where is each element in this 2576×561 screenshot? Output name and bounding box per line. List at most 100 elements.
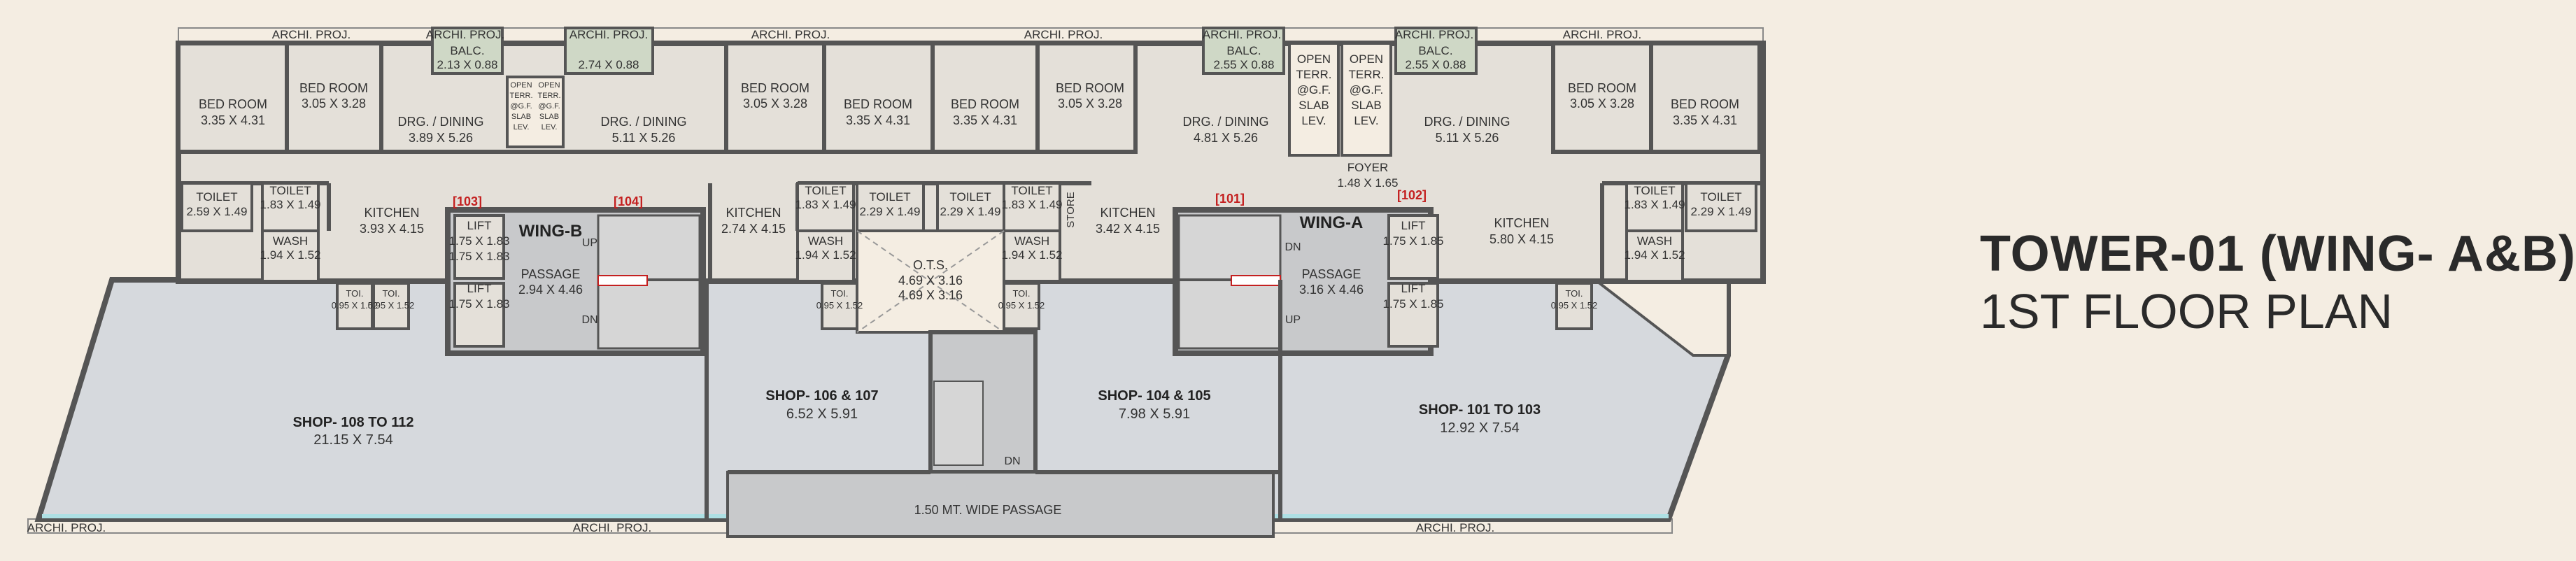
bedroom-box xyxy=(1551,41,1653,154)
open-terr-label: @G.F. xyxy=(538,102,560,111)
wash-room xyxy=(1003,229,1061,283)
passage-dim: 3.16 X 4.46 xyxy=(1299,283,1364,297)
wash-room xyxy=(1625,229,1684,283)
toi-label: TOI. xyxy=(1012,288,1030,299)
wash-room xyxy=(261,229,320,283)
drg-dining-dim: 5.11 X 5.26 xyxy=(1436,131,1499,145)
open-terr-label: TERR. xyxy=(1349,68,1385,81)
lift-dim: 1.75 X 1.83 xyxy=(449,250,510,263)
drg-dining-label: DRG. / DINING xyxy=(600,115,686,129)
balcony xyxy=(564,27,654,75)
archi-proj-label: ARCHI. PROJ. xyxy=(569,28,648,41)
open-terr-label: @G.F. xyxy=(510,102,532,111)
bedroom-box xyxy=(1649,41,1762,154)
bedroom-dim: 3.35 X 4.31 xyxy=(953,113,1017,127)
ots-label: O.T.S. xyxy=(913,258,948,272)
wash-label: WASH xyxy=(273,234,308,248)
toilet-dim: 2.29 X 1.49 xyxy=(1691,205,1752,218)
stair-dn-marker: DN xyxy=(581,314,597,326)
passage-label: PASSAGE xyxy=(1302,267,1361,281)
shop-dim: 6.52 X 5.91 xyxy=(786,406,858,422)
balc-dim: 2.13 X 0.88 xyxy=(437,58,498,71)
toilet-dim: 1.83 X 1.49 xyxy=(260,198,321,211)
open-terr-label: OPEN xyxy=(510,81,532,90)
kitchen-dim: 3.93 X 4.15 xyxy=(360,222,424,236)
drg-dining-dim: 5.11 X 5.26 xyxy=(612,131,676,145)
lift-label: LIFT xyxy=(467,282,492,295)
toilet-label: TOILET xyxy=(1011,184,1052,197)
toilet-label: TOILET xyxy=(805,184,846,197)
bedroom-label: BED ROOM xyxy=(1568,81,1636,95)
balc-dim: 2.55 X 0.88 xyxy=(1406,58,1466,71)
store-label: STORE xyxy=(1065,192,1077,227)
toi-room xyxy=(1003,282,1040,330)
open-terr-label: OPEN xyxy=(538,81,560,90)
lift-dim: 1.75 X 1.83 xyxy=(449,234,510,248)
kitchen-dim: 2.74 X 4.15 xyxy=(721,222,786,236)
kitchen-label: KITCHEN xyxy=(1494,216,1549,230)
drg-dining-label: DRG. / DINING xyxy=(397,115,483,129)
open-terr-label: SLAB xyxy=(511,113,531,121)
wide-passage-label: 1.50 MT. WIDE PASSAGE xyxy=(914,503,1062,517)
toi-label: TOI. xyxy=(382,288,399,299)
open-terr-label: LEV. xyxy=(1301,114,1326,127)
wash-room xyxy=(796,229,855,283)
toi-dim: 0.95 X 1.52 xyxy=(332,300,378,311)
toi-label: TOI. xyxy=(1565,288,1583,299)
wash-label: WASH xyxy=(808,234,843,248)
open-terr-label: OPEN xyxy=(1350,52,1383,66)
open-terrace xyxy=(506,76,565,148)
open-terr-label: LEV. xyxy=(542,123,558,132)
passage-label: PASSAGE xyxy=(521,267,581,281)
kitchen-label: KITCHEN xyxy=(1100,206,1155,220)
toi-label: TOI. xyxy=(830,288,848,299)
balc-label: BALC. xyxy=(1418,44,1452,57)
bedroom-dim: 3.05 X 3.28 xyxy=(743,97,807,111)
stair-b-landing xyxy=(597,275,648,286)
wing-a-label: WING-A xyxy=(1300,213,1364,232)
lift-b-1 xyxy=(453,214,505,280)
toi-dim: 0.95 X 1.52 xyxy=(816,300,863,311)
open-terr-label: TERR. xyxy=(510,92,533,100)
open-terr-label: @G.F. xyxy=(1297,83,1331,97)
toilet-label: TOILET xyxy=(949,190,991,204)
wash-dim: 1.94 X 1.52 xyxy=(795,248,856,262)
bedroom-label: BED ROOM xyxy=(951,97,1019,111)
bedroom-dim: 3.35 X 4.31 xyxy=(201,113,265,127)
wing-b-label: WING-B xyxy=(519,222,583,241)
stair-a-landing xyxy=(1231,275,1281,286)
toilet-dim: 2.29 X 1.49 xyxy=(860,205,921,218)
bedroom-box xyxy=(822,41,935,154)
open-terr-label: TERR. xyxy=(538,92,561,100)
toilet-room xyxy=(181,182,253,232)
bedroom-label: BED ROOM xyxy=(299,81,368,95)
archi-proj-label: ARCHI. PROJ. xyxy=(1024,28,1103,41)
bedroom-dim: 3.05 X 3.28 xyxy=(302,97,366,111)
unit-tag-104: [104] xyxy=(614,194,643,208)
ots-dim: 4.69 X 3.16 xyxy=(898,288,963,302)
ots-dim: 4.69 X 3.16 xyxy=(898,274,963,287)
lift-label: LIFT xyxy=(1401,219,1426,232)
passage-dim: 2.94 X 4.46 xyxy=(518,283,583,297)
open-terr-label: TERR. xyxy=(1296,68,1332,81)
toilet-dim: 2.59 X 1.49 xyxy=(187,205,248,218)
bedroom-label: BED ROOM xyxy=(199,97,267,111)
shop-dim: 12.92 X 7.54 xyxy=(1440,420,1519,436)
drg-dining-dim: 4.81 X 5.26 xyxy=(1194,131,1258,145)
unit-tag-101: [101] xyxy=(1215,192,1245,206)
lift-dim: 1.75 X 1.85 xyxy=(1383,297,1444,311)
wide-passage xyxy=(726,471,1275,538)
open-terr-label: OPEN xyxy=(1297,52,1331,66)
balcony xyxy=(431,27,504,75)
wash-label: WASH xyxy=(1637,234,1672,248)
bedroom-dim: 3.05 X 3.28 xyxy=(1570,97,1634,111)
balc-label: BALC. xyxy=(1226,44,1261,57)
toi-label: TOI. xyxy=(346,288,363,299)
balc-dim: 2.74 X 0.88 xyxy=(579,58,639,71)
balcony xyxy=(1202,27,1285,75)
archi-proj-label: ARCHI. PROJ. xyxy=(1395,28,1473,41)
ots-cross xyxy=(856,230,1005,333)
wash-dim: 1.94 X 1.52 xyxy=(1625,248,1685,262)
archi-proj-label: ARCHI. PROJ. xyxy=(27,521,106,534)
kitchen-dim: 3.42 X 4.15 xyxy=(1096,222,1160,236)
